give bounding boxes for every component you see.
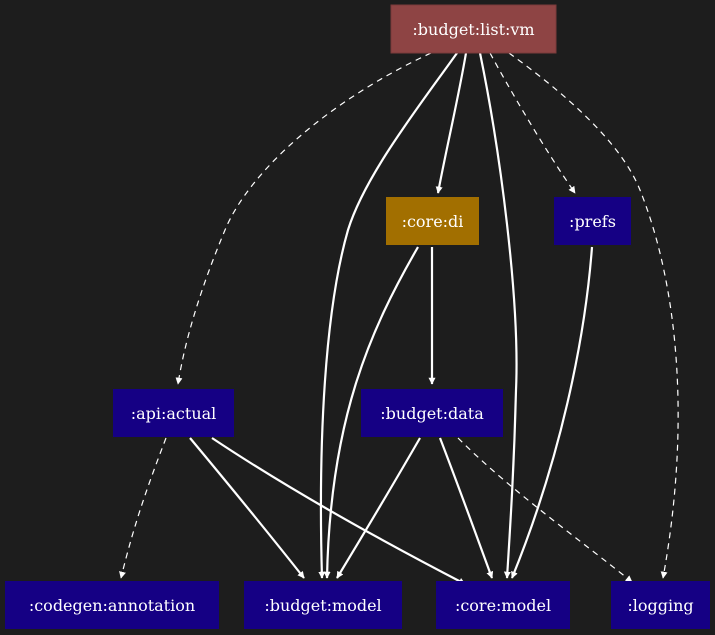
- node-label: :budget:model: [264, 596, 381, 615]
- node-logging[interactable]: :logging: [611, 581, 710, 629]
- node-box: [5, 581, 219, 629]
- edge-prefs-to-core-model: [510, 246, 594, 579]
- edge-budget-data-to-budget-model: [336, 437, 421, 579]
- edge-api-actual-to-core-model: [211, 437, 466, 585]
- edge-budget-list-vm-to-budget-model: [318, 52, 458, 579]
- node-box: [386, 197, 479, 245]
- node-api-actual[interactable]: :api:actual: [113, 389, 234, 437]
- node-label: :prefs: [569, 212, 616, 231]
- node-budget-data[interactable]: :budget:data: [361, 389, 503, 437]
- node-label: :core:model: [455, 596, 551, 615]
- node-label: :budget:list:vm: [412, 20, 534, 39]
- edge-budget-list-vm-to-core-model: [478, 52, 518, 579]
- node-core-di[interactable]: :core:di: [386, 197, 479, 245]
- node-label: :api:actual: [131, 404, 217, 423]
- edge-api-actual-to-budget-model: [189, 437, 305, 579]
- edge-budget-list-vm-to-core-di: [435, 52, 468, 194]
- node-box: [554, 197, 631, 245]
- node-budget-list-vm[interactable]: :budget:list:vm: [390, 4, 557, 54]
- node-label: :codegen:annotation: [29, 596, 195, 615]
- node-core-model[interactable]: :core:model: [436, 581, 570, 629]
- edge-budget-list-vm-to-prefs: [489, 52, 576, 194]
- edge-budget-data-to-logging: [457, 437, 633, 583]
- edge-budget-list-vm-to-api-actual: [175, 52, 432, 385]
- node-budget-model[interactable]: :budget:model: [244, 581, 402, 629]
- edges: [119, 52, 679, 585]
- node-box: [611, 581, 710, 629]
- edge-api-actual-to-codegen-annotation: [119, 437, 167, 579]
- edge-budget-list-vm-to-logging: [508, 52, 679, 579]
- node-label: :budget:data: [380, 404, 484, 423]
- node-box: [113, 389, 234, 437]
- node-box: [361, 389, 503, 437]
- node-label: :core:di: [402, 212, 464, 231]
- node-box: [436, 581, 570, 629]
- node-box: [244, 581, 402, 629]
- edge-core-di-to-budget-model: [323, 246, 419, 579]
- node-prefs[interactable]: :prefs: [554, 197, 631, 245]
- node-codegen-annotation[interactable]: :codegen:annotation: [5, 581, 219, 629]
- node-label: :logging: [627, 596, 693, 615]
- node-box: [390, 4, 557, 54]
- edge-budget-data-to-core-model: [438, 437, 494, 579]
